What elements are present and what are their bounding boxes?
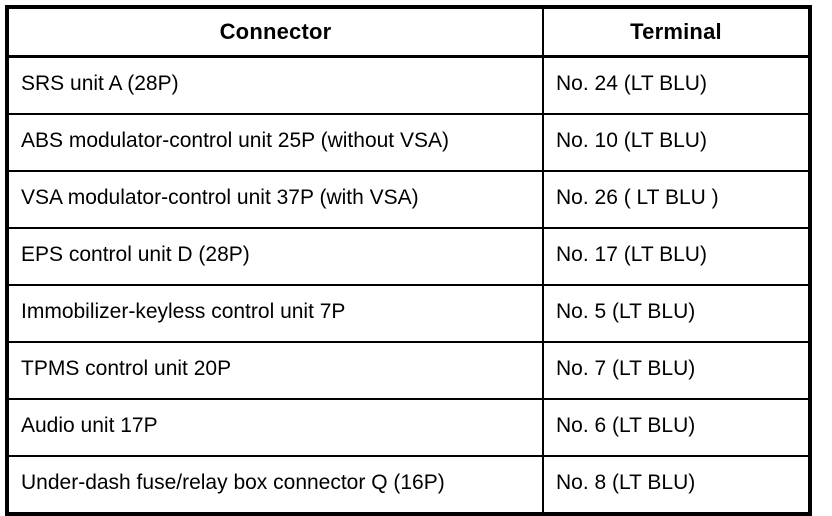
- terminal-cell: No. 7 (LT BLU): [542, 341, 811, 400]
- connector-terminal-table: Connector Terminal SRS unit A (28P) No. …: [5, 5, 812, 516]
- connector-cell: ABS modulator-control unit 25P (without …: [6, 113, 544, 172]
- table-row: Audio unit 17P No. 6 (LT BLU): [6, 398, 811, 457]
- table-row: VSA modulator-control unit 37P (with VSA…: [6, 170, 811, 229]
- terminal-cell: No. 17 (LT BLU): [542, 227, 811, 286]
- terminal-cell: No. 5 (LT BLU): [542, 284, 811, 343]
- terminal-cell: No. 24 (LT BLU): [542, 55, 811, 115]
- connector-cell: EPS control unit D (28P): [6, 227, 544, 286]
- connector-cell: Audio unit 17P: [6, 398, 544, 457]
- document-page: Connector Terminal SRS unit A (28P) No. …: [5, 5, 812, 516]
- terminal-cell: No. 6 (LT BLU): [542, 398, 811, 457]
- connector-cell: SRS unit A (28P): [6, 55, 544, 115]
- terminal-cell: No. 10 (LT BLU): [542, 113, 811, 172]
- terminal-cell: No. 26 ( LT BLU ): [542, 170, 811, 229]
- table-row: EPS control unit D (28P) No. 17 (LT BLU): [6, 227, 811, 286]
- table-row: ABS modulator-control unit 25P (without …: [6, 113, 811, 172]
- column-header-connector: Connector: [6, 6, 544, 58]
- terminal-cell: No. 8 (LT BLU): [542, 455, 811, 515]
- connector-cell: TPMS control unit 20P: [6, 341, 544, 400]
- column-header-terminal: Terminal: [542, 6, 811, 58]
- table-header-row: Connector Terminal: [6, 6, 811, 58]
- connector-cell: VSA modulator-control unit 37P (with VSA…: [6, 170, 544, 229]
- connector-cell: Immobilizer-keyless control unit 7P: [6, 284, 544, 343]
- table-row: Immobilizer-keyless control unit 7P No. …: [6, 284, 811, 343]
- connector-cell: Under-dash fuse/relay box connector Q (1…: [6, 455, 544, 515]
- table-row: SRS unit A (28P) No. 24 (LT BLU): [6, 55, 811, 115]
- table-row: Under-dash fuse/relay box connector Q (1…: [6, 455, 811, 515]
- table-row: TPMS control unit 20P No. 7 (LT BLU): [6, 341, 811, 400]
